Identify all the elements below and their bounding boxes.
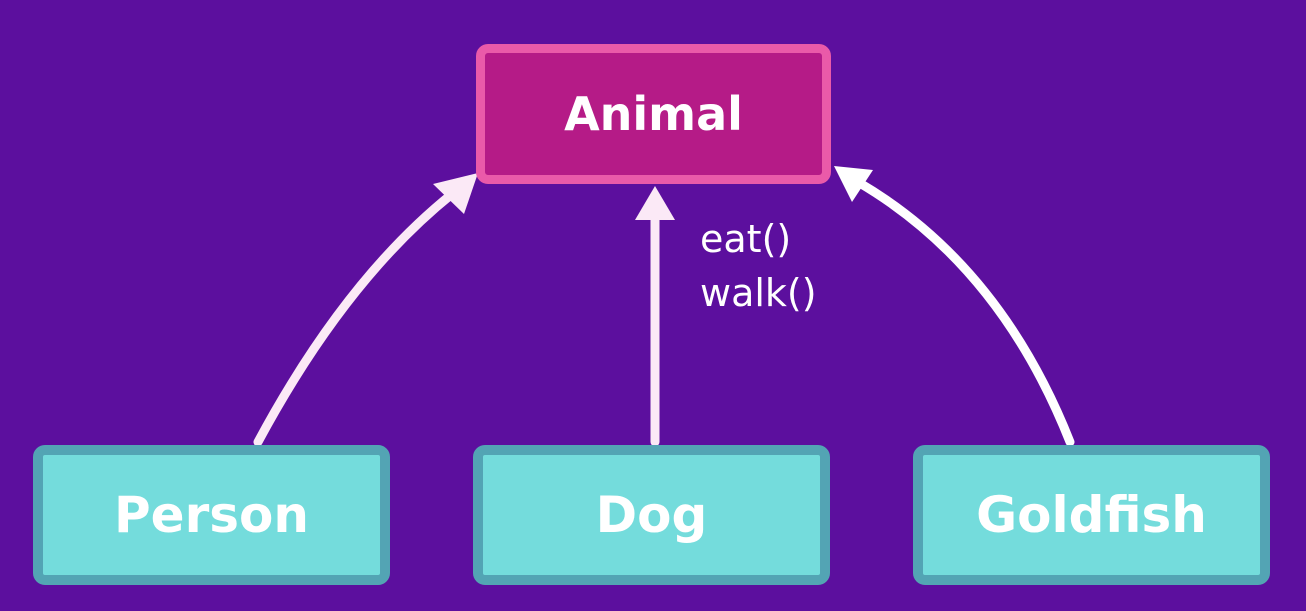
animal-node: Animal: [476, 44, 831, 184]
dog-label: Dog: [595, 486, 708, 544]
arrow-person-to-animal: [253, 189, 457, 447]
goldfish-label: Goldfish: [976, 486, 1207, 544]
arrowhead-person: [433, 173, 478, 214]
dog-node: Dog: [473, 445, 830, 585]
method-walk: walk(): [700, 271, 817, 315]
arrowhead-goldfish: [834, 166, 873, 202]
goldfish-node: Goldfish: [913, 445, 1270, 585]
method-eat: eat(): [700, 217, 792, 261]
arrow-goldfish-to-animal: [853, 177, 1075, 447]
person-node: Person: [33, 445, 390, 585]
animal-label: Animal: [564, 87, 743, 141]
arrowhead-dog: [635, 186, 675, 220]
method-list: eat() walk(): [700, 212, 817, 320]
person-label: Person: [114, 486, 309, 544]
